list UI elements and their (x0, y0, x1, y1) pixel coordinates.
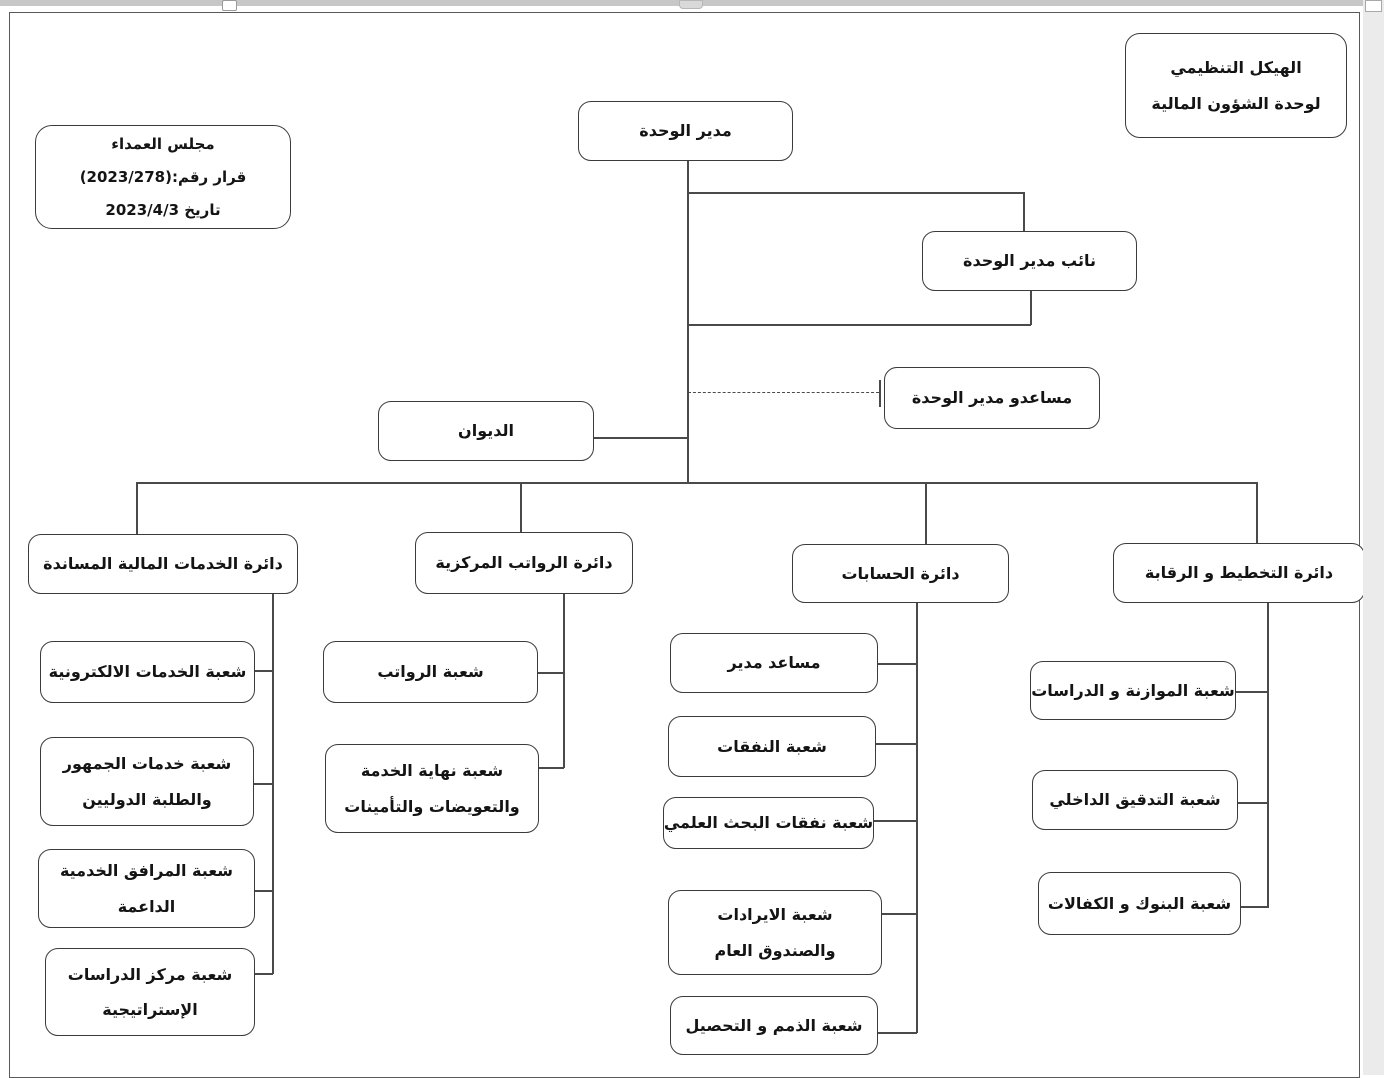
node-revenues-general-fund: شعبة الايرادات والصندوق العام (668, 890, 882, 975)
connector-department-bus (136, 482, 1258, 484)
connector-support-child-4 (254, 973, 273, 975)
node-dept-accounts: دائرة الحسابات (792, 544, 1009, 603)
connector-drop-dept-support (136, 482, 138, 535)
connector-deputy-return-vertical (1030, 291, 1032, 325)
connector-planning-child-3 (1240, 906, 1268, 908)
connector-assistants-dashed (688, 392, 879, 393)
connector-assistants-tick (879, 380, 881, 407)
decree-line3: تاريخ 2023/4/3 (105, 200, 221, 219)
chart-title-line2: لوحدة الشؤون المالية (1151, 93, 1321, 113)
chart-title-box: الهيكل التنظيمي لوحدة الشؤون المالية (1125, 33, 1347, 138)
connector-diwan-horizontal (594, 437, 688, 439)
node-manager-assistants: مساعدو مدير الوحدة (884, 367, 1100, 429)
connector-accounts-child-3 (873, 820, 917, 822)
node-diwan: الديوان (378, 401, 594, 461)
node-internal-audit: شعبة التدقيق الداخلي (1032, 770, 1238, 830)
scrollbar-track[interactable] (1363, 0, 1384, 1075)
node-public-intl-students-services: شعبة خدمات الجمهور والطلبة الدوليين (40, 737, 254, 826)
connector-spine-planning (1267, 602, 1269, 908)
connector-deputy-out-vertical (1023, 192, 1025, 232)
node-unit-manager: مدير الوحدة (578, 101, 793, 161)
connector-planning-child-1 (1235, 691, 1268, 693)
node-end-of-service-compensation-insurance: شعبة نهاية الخدمة والتعويضات والتأمينات (325, 744, 539, 833)
node-scientific-research-expenditures: شعبة نفقات البحث العلمي (663, 797, 874, 849)
connector-payroll-child-2 (538, 767, 564, 769)
scrollbar-thumb[interactable] (1365, 0, 1382, 12)
top-tab-marker (222, 0, 237, 11)
connector-support-child-3 (254, 890, 273, 892)
node-dept-planning-control: دائرة التخطيط و الرقابة (1113, 543, 1365, 603)
top-tab-marker-2 (679, 0, 703, 9)
connector-deputy-return-horizontal (687, 324, 1031, 326)
connector-deputy-out-horizontal (687, 192, 1024, 194)
node-receivables-collection: شعبة الذمم و التحصيل (670, 996, 878, 1055)
node-budget-studies: شعبة الموازنة و الدراسات (1030, 661, 1236, 720)
node-dept-support-services: دائرة الخدمات المالية المساندة (28, 534, 298, 594)
node-salaries: شعبة الرواتب (323, 641, 538, 703)
connector-accounts-child-2 (875, 743, 917, 745)
node-expenditures: شعبة النفقات (668, 716, 876, 777)
connector-support-child-1 (254, 670, 273, 672)
connector-drop-dept-planning (1256, 482, 1258, 544)
node-strategic-studies-center: شعبة مركز الدراسات الإستراتيجية (45, 948, 255, 1036)
node-deputy-manager: نائب مدير الوحدة (922, 231, 1137, 291)
decree-line2: قرار رقم:(2023/278) (79, 167, 247, 186)
chart-title-line1: الهيكل التنظيمي (1170, 58, 1302, 78)
connector-planning-child-2 (1237, 802, 1268, 804)
decree-box: مجلس العمداء قرار رقم:(2023/278) تاريخ 2… (35, 125, 291, 229)
node-supporting-service-facilities: شعبة المرافق الخدمية الداعمة (38, 849, 255, 928)
connector-accounts-child-4 (881, 913, 917, 915)
connector-payroll-child-1 (537, 672, 564, 674)
connector-drop-dept-payroll (520, 482, 522, 533)
connector-spine-accounts (916, 602, 918, 1033)
connector-accounts-child-5 (877, 1032, 917, 1034)
connector-spine-payroll (563, 593, 565, 768)
node-assistant-manager: مساعد مدير (670, 633, 878, 693)
connector-support-child-2 (253, 783, 273, 785)
node-electronic-services: شعبة الخدمات الالكترونية (40, 641, 255, 703)
connector-trunk-vertical (687, 160, 689, 483)
node-banks-guarantees: شعبة البنوك و الكفالات (1038, 872, 1241, 935)
decree-line1: مجلس العمداء (111, 134, 215, 153)
connector-drop-dept-accounts (925, 482, 927, 545)
node-dept-central-payroll: دائرة الرواتب المركزية (415, 532, 633, 594)
connector-accounts-child-1 (877, 663, 917, 665)
